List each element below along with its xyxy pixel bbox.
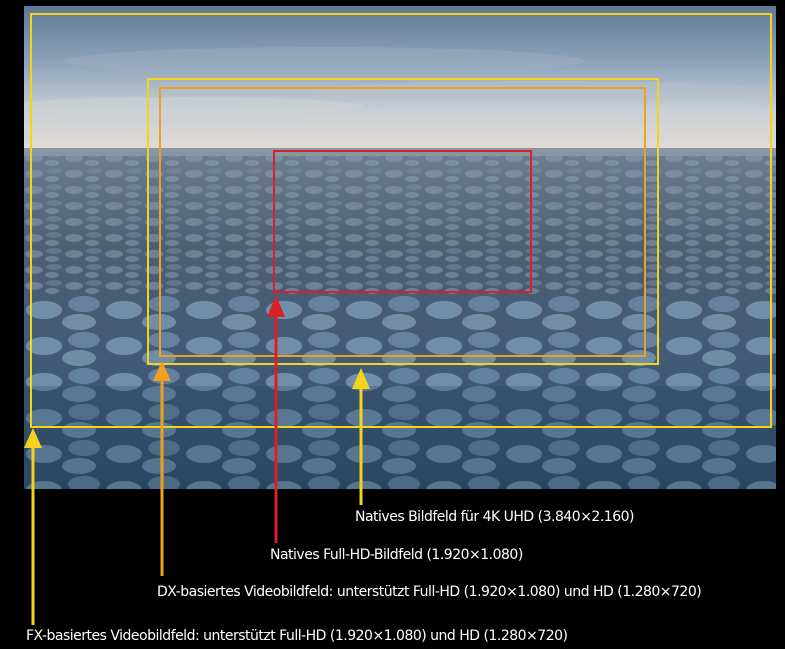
fx-video-frame [30, 13, 772, 428]
dx-arrow [153, 361, 171, 576]
uhd-label: Natives Bildfeld für 4K UHD (3.840×2.160… [355, 509, 634, 525]
fullhd-arrow [267, 295, 285, 543]
fullhd-frame [273, 150, 532, 293]
fx-label: FX-basiertes Videobildfeld: unterstützt … [26, 628, 568, 644]
uhd-frame [147, 78, 659, 365]
uhd-arrow [352, 368, 370, 505]
fullhd-label: Natives Full-HD-Bildfeld (1.920×1.080) [270, 547, 523, 563]
dx-video-frame [159, 87, 646, 357]
fx-arrow [24, 428, 42, 625]
dx-label: DX-basiertes Videobildfeld: unterstützt … [157, 584, 702, 600]
